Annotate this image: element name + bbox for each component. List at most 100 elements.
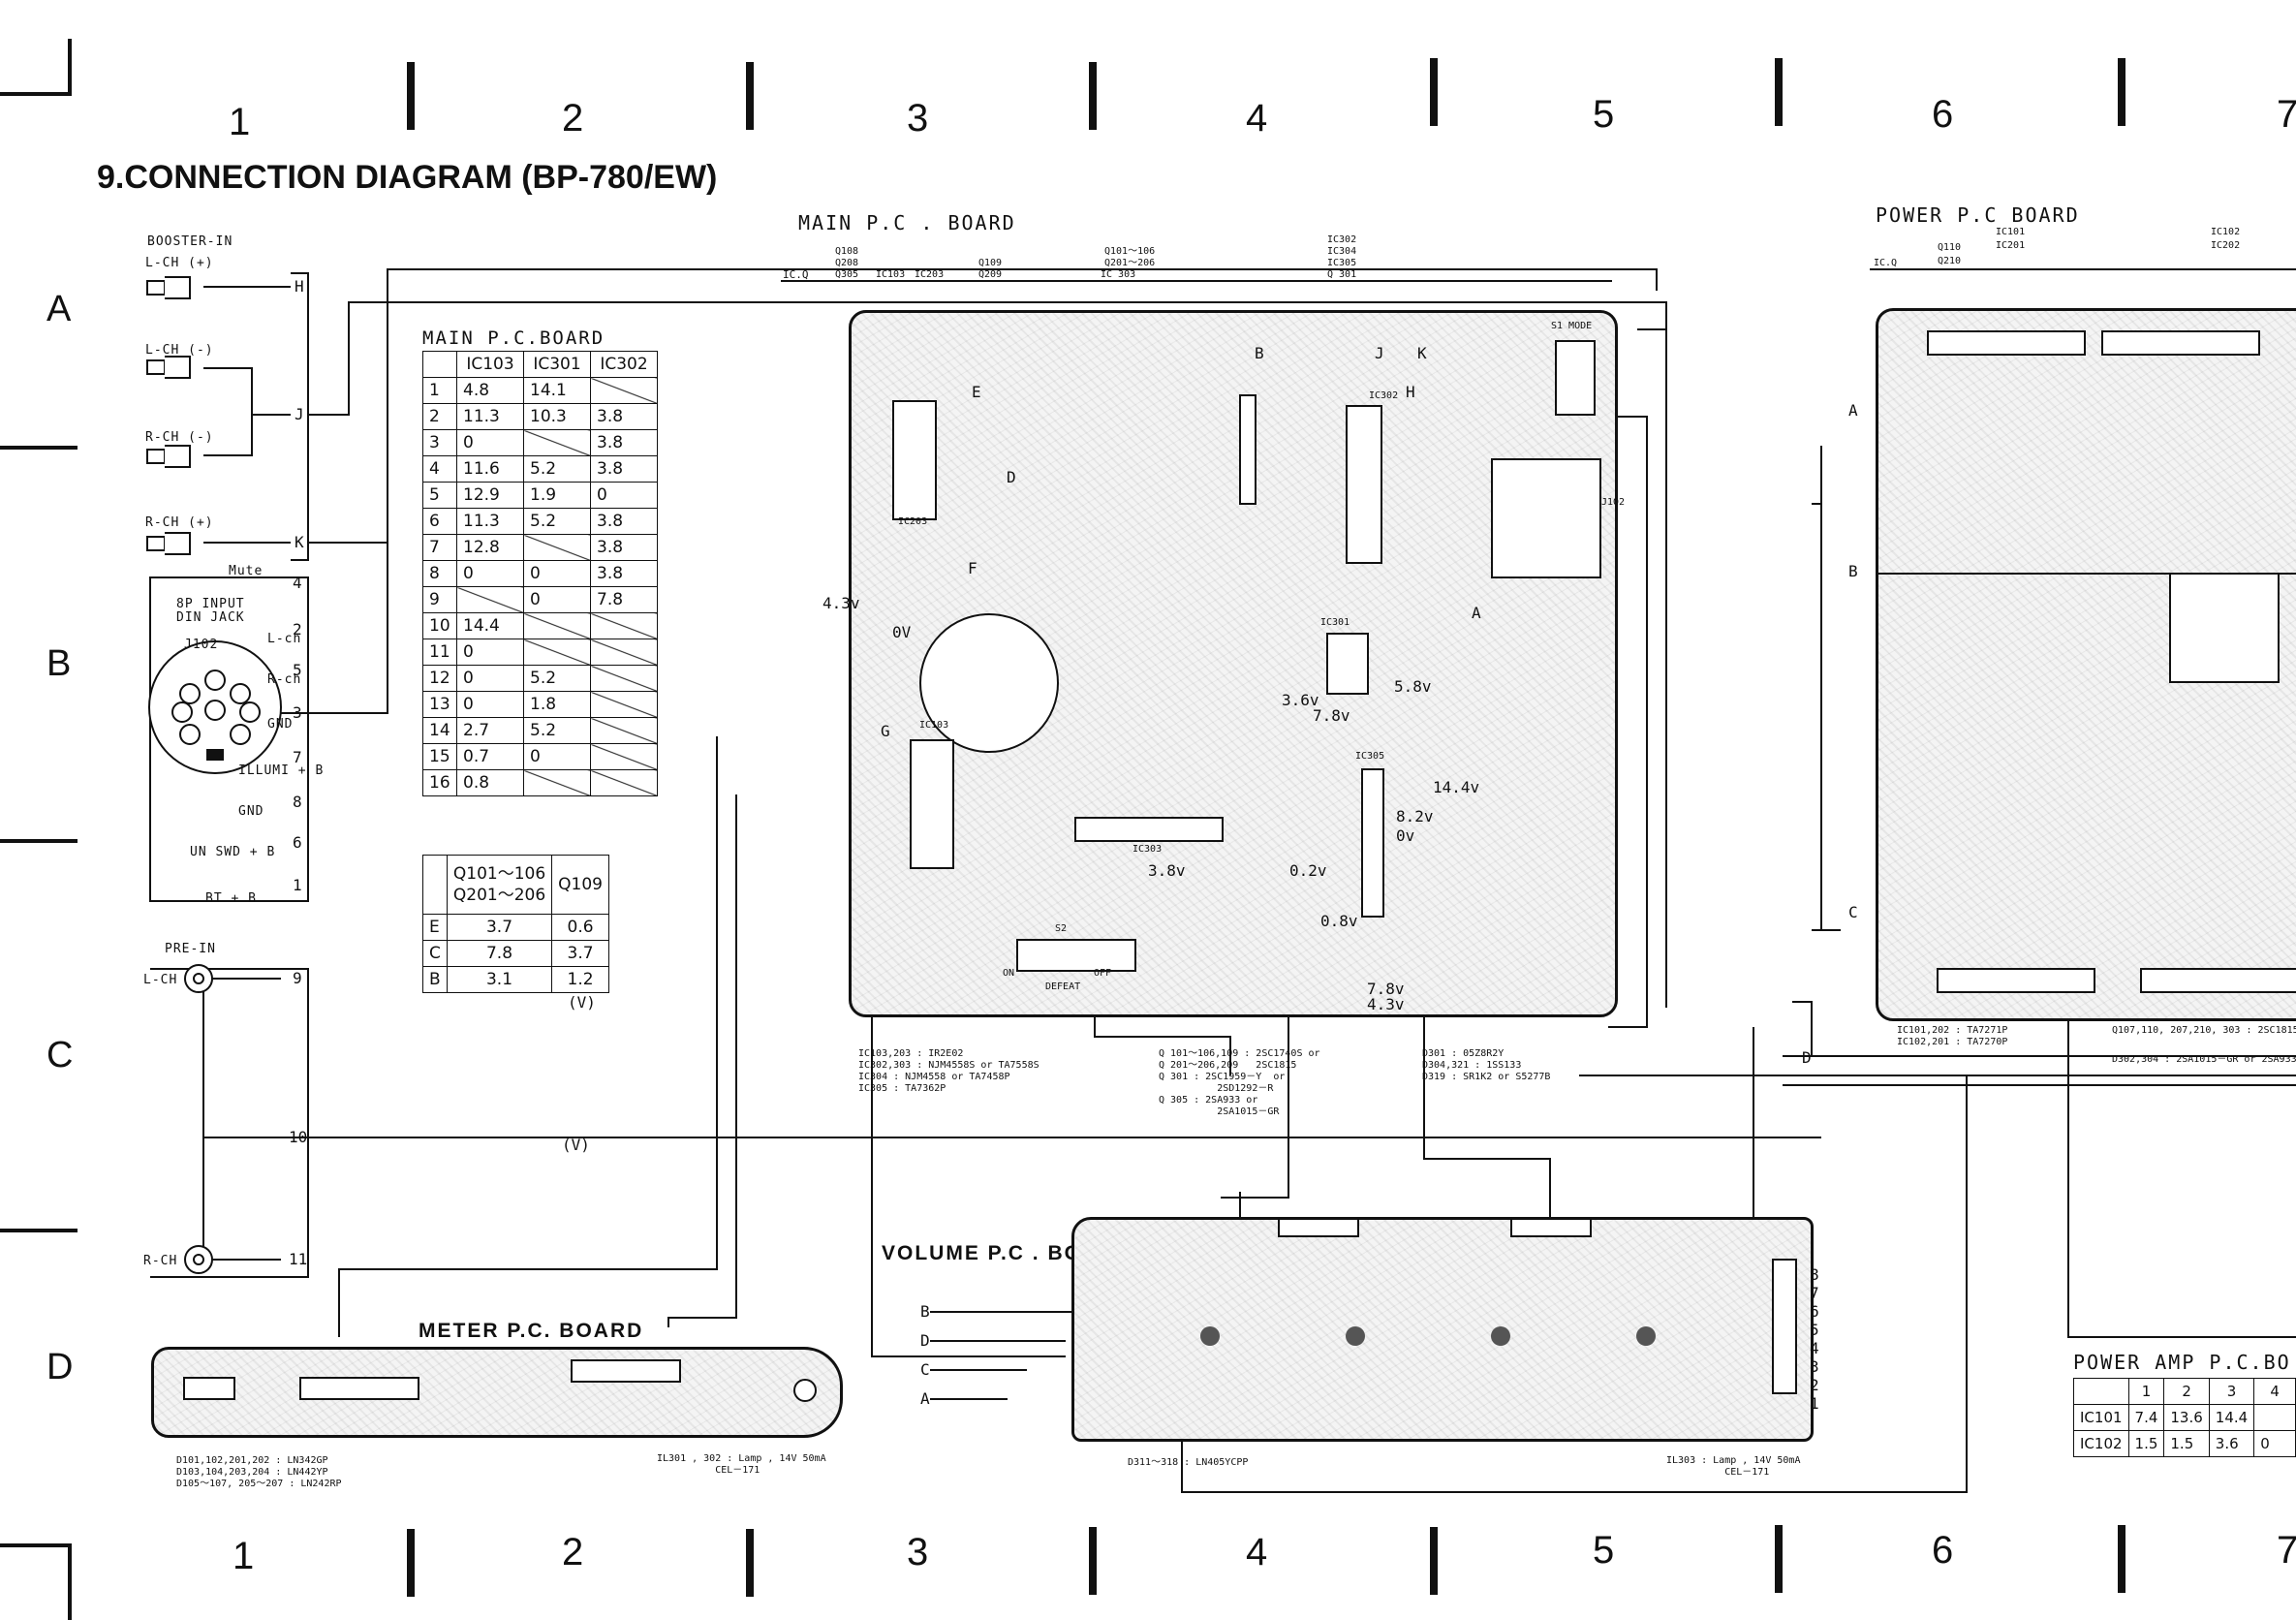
din-pin-5: 5 [293, 661, 302, 679]
meter-notes: D101,102,201,202 : LN342GP D103,104,203,… [176, 1455, 342, 1489]
main-header-q208: Q208 [835, 258, 859, 268]
din-gnd2-label: GND [238, 804, 264, 819]
main-pcb: IC203 IC103 IC303 IC301 IC305 IC302 J102… [822, 310, 1625, 1017]
table-header [422, 351, 457, 378]
ic302-chip [1346, 405, 1382, 564]
meter-connector-1 [183, 1377, 235, 1400]
pcb-letter-b: B [1255, 344, 1264, 362]
table-cell: 0 [2253, 1430, 2296, 1457]
table-cell [590, 717, 658, 744]
main-header-icq: IC.Q [783, 268, 809, 281]
col-num-4: 4 [1246, 97, 1268, 140]
col-num-2: 2 [562, 1531, 584, 1573]
main-notes-transistors: Q 101～106,109 : 2SC1740S or Q 201～206,20… [1159, 1048, 1320, 1117]
ic101-chip [1927, 330, 2086, 356]
table-cell: 3.8 [590, 455, 658, 483]
col-num-7: 7 [2277, 93, 2296, 136]
col-num-7: 7 [2277, 1529, 2296, 1572]
col-num-3: 3 [907, 97, 929, 140]
col-tick [1089, 1527, 1097, 1595]
power-letter-c: C [1848, 903, 1858, 921]
table-cell: 8 [422, 560, 457, 587]
table-cell [590, 691, 658, 718]
pcb-letter-h: H [1406, 383, 1415, 401]
power-header-ic102: IC102 [2211, 227, 2241, 237]
table-cell [456, 586, 524, 613]
table-cell: 3.8 [590, 560, 658, 587]
row-divider-2 [0, 839, 78, 843]
din-pin-3: 3 [293, 703, 302, 722]
table-header: IC302 [590, 351, 658, 378]
main-header-q109: Q109 [978, 258, 1003, 268]
switch-s1-mode: S1 MODE [1551, 321, 1593, 331]
table-cell: 7 [422, 534, 457, 561]
table-cell: 12 [422, 665, 457, 692]
col-tick [2118, 1525, 2125, 1593]
ic202-chip [2140, 968, 2296, 993]
table-cell: 0 [590, 482, 658, 509]
table-cell: 0.6 [551, 914, 609, 941]
volume-board-title: VOLUME P.C . BOARD [882, 1242, 1132, 1264]
j102-connector [1491, 458, 1601, 578]
voltage-label: 3.6v [1282, 691, 1319, 709]
table-cell: 3 [422, 429, 457, 456]
volume-pin: 8 [1810, 1265, 1819, 1284]
s1-mode-switch[interactable] [1555, 340, 1596, 416]
table-cell [523, 534, 591, 561]
pre-in-title: PRE-IN [165, 942, 216, 956]
meter-lamp [793, 1379, 817, 1402]
main-pcb-hole [919, 613, 1059, 753]
pcb-letter-j: J [1375, 344, 1384, 362]
volume-pot [1491, 1326, 1510, 1346]
voltage-label: 4.3v [1367, 995, 1405, 1013]
din-illumi-label: ILLUMI + B [238, 763, 325, 778]
volume-pot [1636, 1326, 1656, 1346]
table-cell [523, 612, 591, 639]
table-cell: IC102 [2073, 1430, 2129, 1457]
volume-pin: 2 [1810, 1376, 1819, 1394]
table-cell: 4.8 [456, 377, 524, 404]
volume-input-c: C [920, 1360, 930, 1379]
power-letter-a: A [1848, 401, 1858, 420]
q-header-a: Q101～106 [452, 864, 546, 884]
table-cell: 11.3 [456, 403, 524, 430]
ic-label-ic301: IC301 [1320, 617, 1350, 628]
din-title-1: 8P INPUT [176, 597, 245, 611]
table-cell: C [422, 940, 448, 967]
table-cell: 2 [422, 403, 457, 430]
table-cell: 9 [422, 586, 457, 613]
voltage-label: 5.8v [1394, 677, 1432, 696]
volume-notes-d: D311～318 : LN405YCPP [1128, 1457, 1249, 1468]
booster-in-title: BOOSTER-IN [147, 234, 233, 249]
s2-defeat-switch[interactable] [1016, 939, 1136, 972]
volume-pin: 1 [1810, 1394, 1819, 1413]
table-cell: 5.2 [523, 508, 591, 535]
ic203-chip [892, 400, 937, 520]
power-header-ic101: IC101 [1996, 227, 2026, 237]
voltage-label: 0.2v [1289, 861, 1327, 880]
table-header: Q109 [551, 855, 609, 915]
table-header-row: 1 2 3 4 [2073, 1378, 2296, 1405]
col-num-4: 4 [1246, 1531, 1268, 1573]
din-pin-2: 2 [293, 620, 302, 639]
power-amp-table: 1 2 3 4 IC101 7.4 13.6 14.4 IC102 1.5 1.… [2073, 1378, 2296, 1457]
table-cell [590, 612, 658, 639]
table-header: 1 [2127, 1378, 2165, 1405]
table-cell: 7.8 [590, 586, 658, 613]
booster-l-plus-label: L-CH (+) [145, 256, 214, 270]
table-header [2073, 1378, 2129, 1405]
pcb-letter-d: D [1007, 468, 1016, 486]
table-cell: 0 [523, 560, 591, 587]
col-num-3: 3 [907, 1531, 929, 1573]
